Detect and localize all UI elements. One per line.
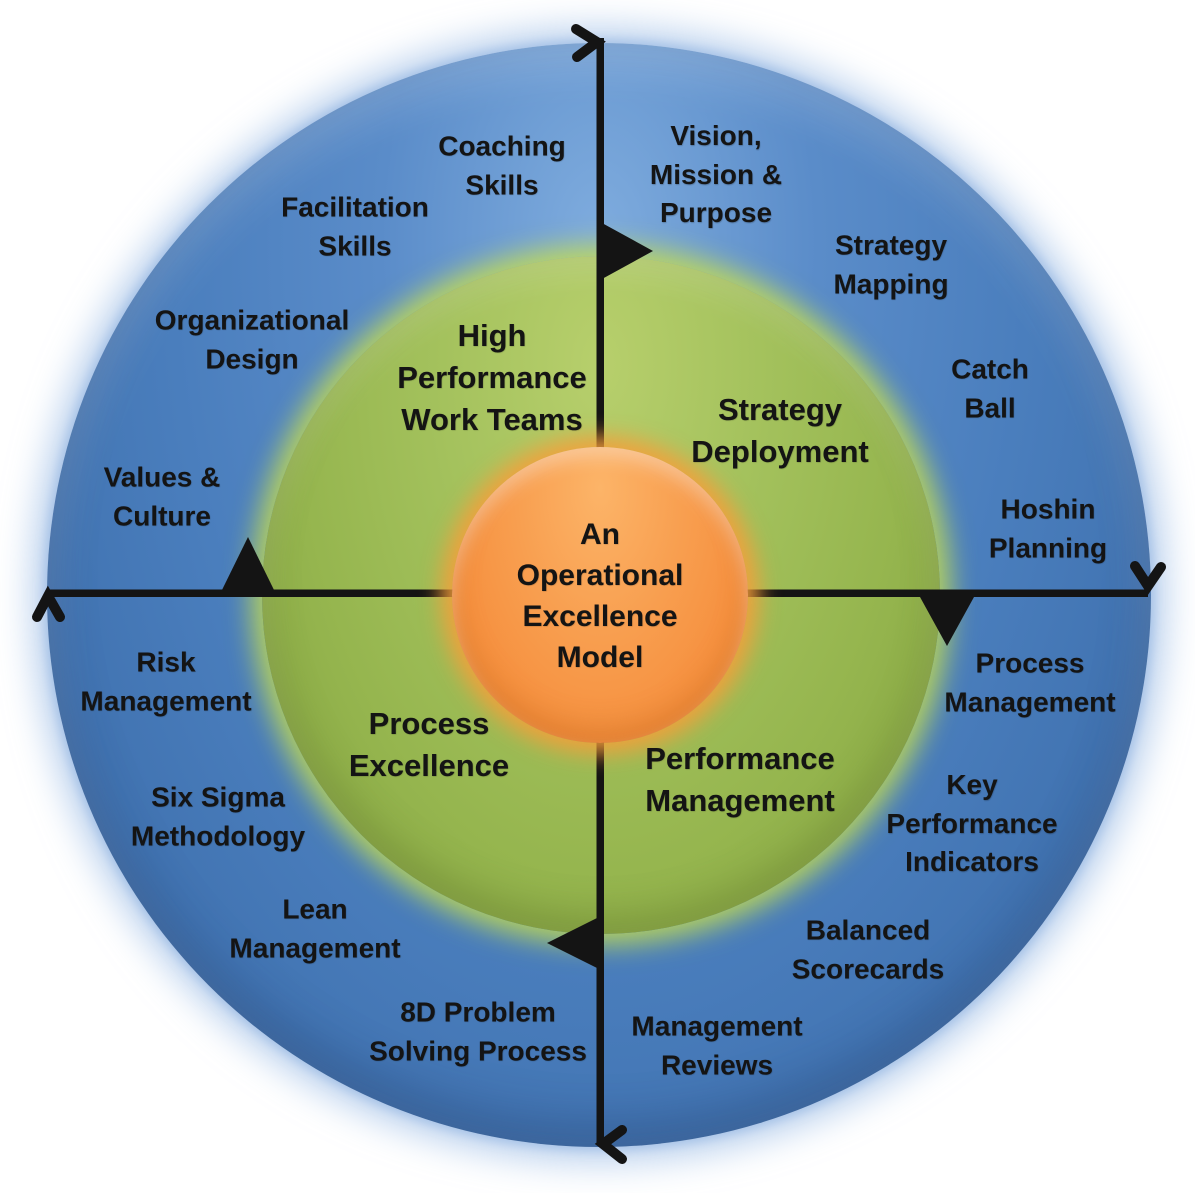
outer-label-balanced-scorecards: Balanced Scorecards [791, 914, 945, 984]
outer-label-risk-management: Risk Management [80, 646, 252, 716]
outer-label-six-sigma-methodology: Six Sigma Methodology [130, 781, 306, 851]
center-label: An Operational Excellence Model [516, 517, 684, 675]
outer-label-hoshin-planning: Hoshin Planning [988, 493, 1108, 563]
outer-label-facilitation-skills: Facilitation Skills [281, 191, 429, 261]
outer-label-strategy-mapping: Strategy Mapping [833, 229, 949, 299]
outer-label-lean-management: Lean Management [229, 893, 401, 963]
middle-label-strategy-deployment: Strategy Deployment [691, 391, 869, 469]
middle-label-performance-management: Performance Management [645, 740, 835, 818]
outer-label-catch-ball: Catch Ball [951, 353, 1029, 423]
outer-label-values-culture: Values & Culture [103, 461, 221, 531]
outer-label-management-reviews: Management Reviews [631, 1010, 803, 1080]
outer-label-vision-mission-purpose: Vision, Mission & Purpose [649, 120, 783, 229]
outer-label-coaching-skills: Coaching Skills [438, 130, 566, 200]
middle-label-high-performance-work-teams: High Performance Work Teams [397, 317, 587, 438]
outer-label-key-performance-indicators: Key Performance Indicators [886, 769, 1058, 878]
center-circle [452, 447, 748, 743]
middle-label-process-excellence: Process Excellence [348, 705, 510, 783]
outer-label-8d-problem-solving-process: 8D Problem Solving Process [369, 996, 587, 1066]
outer-label-organizational-design: Organizational Design [154, 304, 350, 374]
outer-label-process-management: Process Management [944, 647, 1116, 717]
